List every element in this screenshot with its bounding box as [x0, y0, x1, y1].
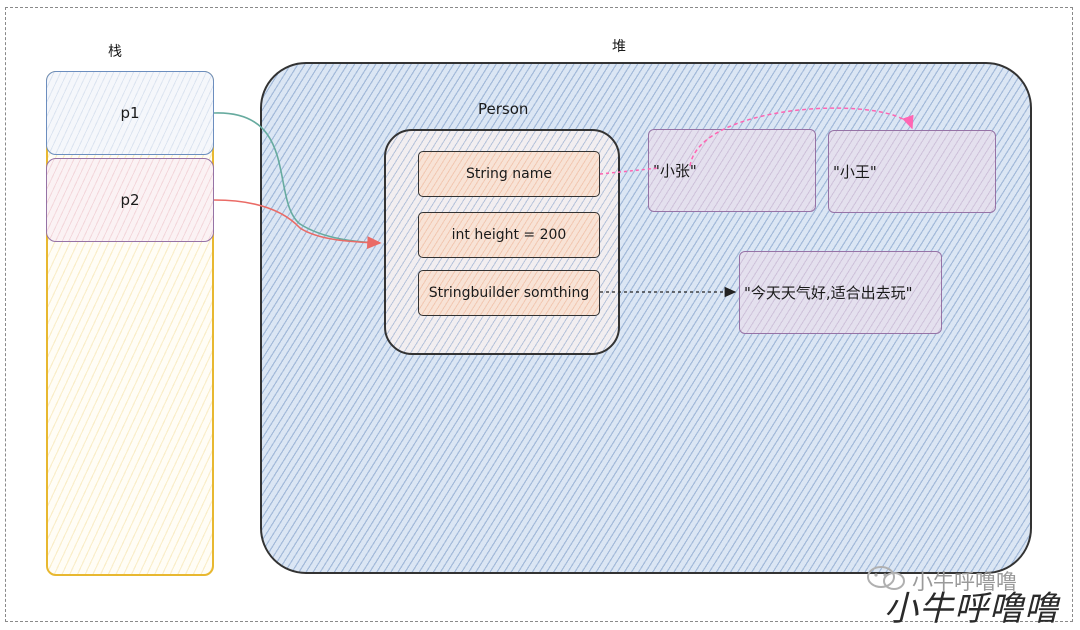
field-int-height[interactable]: int height = 200	[418, 212, 600, 258]
watermark-small: 小牛呼噜噜	[912, 570, 1017, 594]
value-sentence[interactable]: "今天天气好,适合出去玩"	[739, 251, 942, 334]
value-xiaowang[interactable]: "小王"	[828, 130, 996, 213]
stack-cell-p1[interactable]: p1	[46, 71, 214, 155]
field-stringbuilder[interactable]: Stringbuilder somthing	[418, 270, 600, 316]
stack-title: 栈	[108, 44, 122, 60]
watermark-big: 小牛呼噜噜	[884, 589, 1059, 629]
field-string-name[interactable]: String name	[418, 151, 600, 197]
diagram-frame	[5, 7, 1073, 622]
name-to-xiaozhang-link	[599, 167, 659, 175]
p2-reference-arrow	[213, 199, 382, 249]
heap-title: 堆	[612, 39, 626, 55]
stack-column	[46, 71, 214, 576]
value-xiaozhang[interactable]: "小张"	[648, 129, 816, 212]
person-title: Person	[478, 100, 529, 118]
reassign-name-arrow	[689, 107, 914, 167]
wechat-icon	[867, 566, 905, 590]
stack-cell-p2[interactable]: p2	[46, 158, 214, 242]
